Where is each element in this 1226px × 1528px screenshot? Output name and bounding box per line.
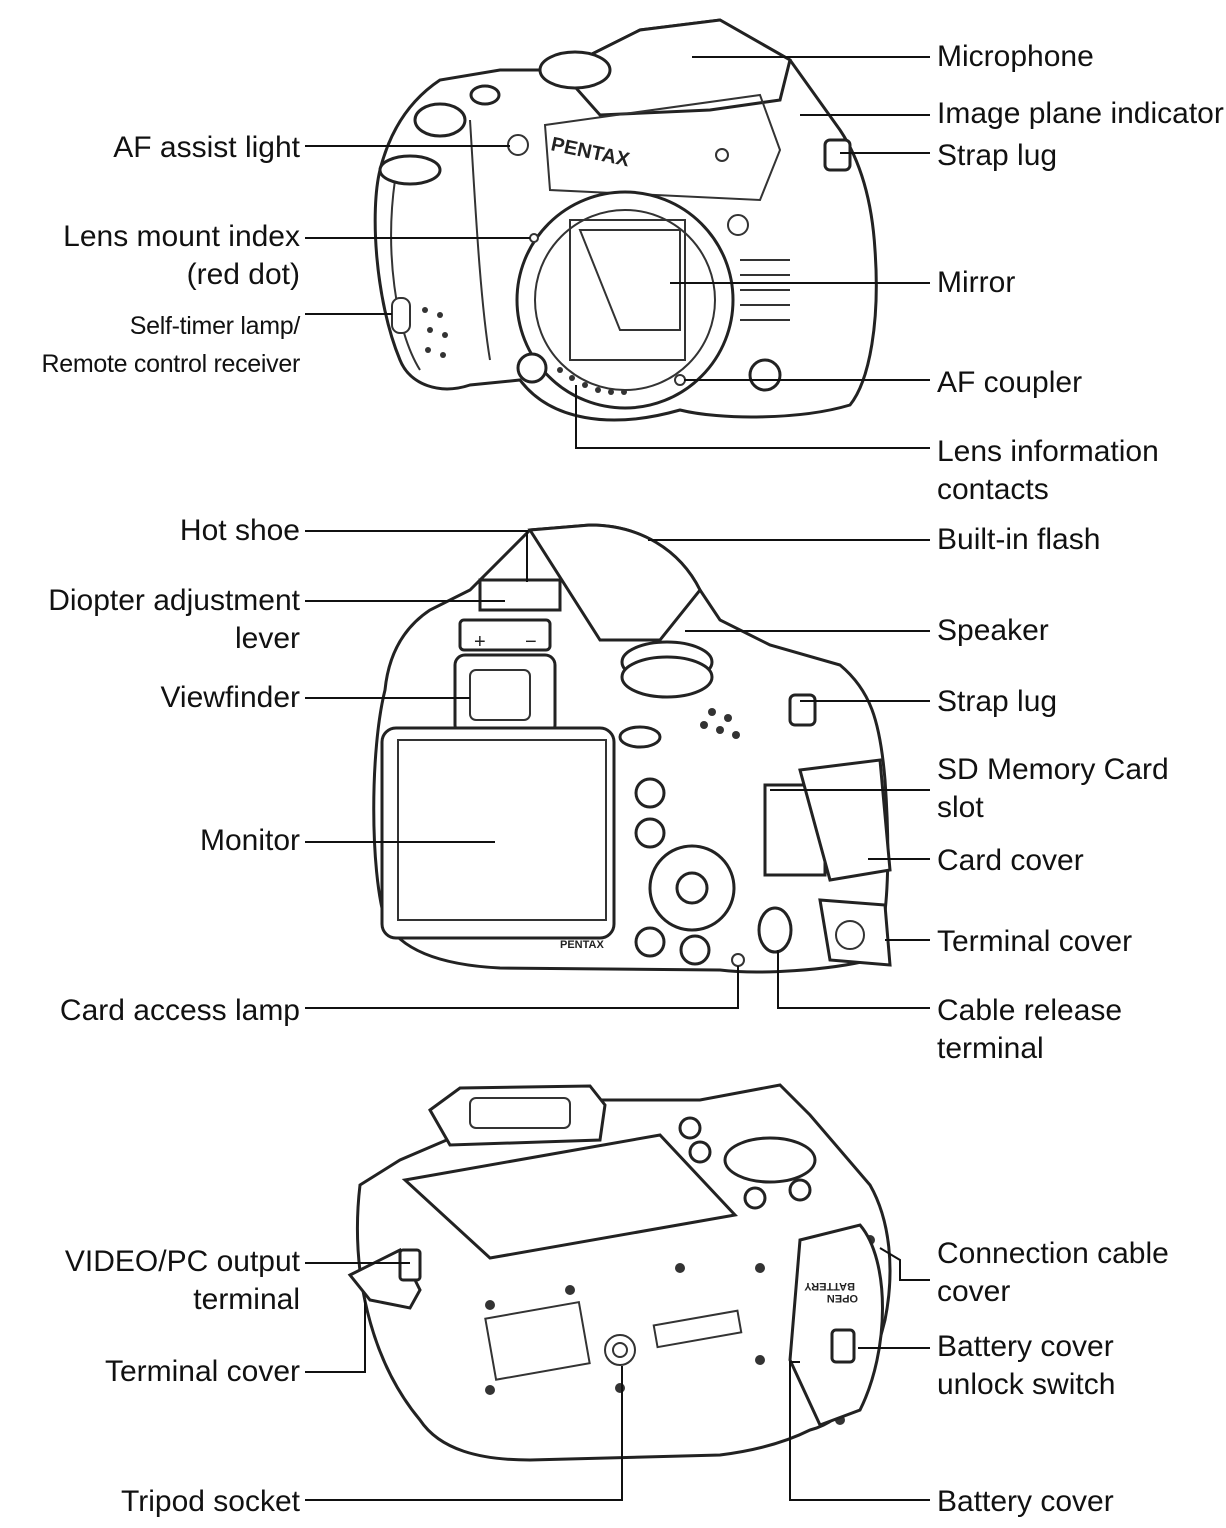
label-sd-slot-line1: SD Memory Card: [937, 753, 1169, 786]
label-lens-mount-index-line2: (red dot): [186, 258, 300, 291]
label-battery-cover-unlock-switch: Battery cover unlock switch: [937, 1328, 1115, 1404]
label-video-pc-line2: terminal: [193, 1283, 300, 1316]
label-card-access-lamp: Card access lamp: [59, 994, 300, 1027]
front-view-illustration: PENTAX: [373, 18, 878, 422]
label-af-assist-light: AF assist light: [113, 131, 300, 164]
label-microphone: Microphone: [937, 40, 1094, 73]
label-diopter-line2: lever: [234, 622, 300, 655]
label-hot-shoe: Hot shoe: [179, 514, 300, 547]
label-lens-information-contacts-line1: Lens information: [937, 435, 1159, 468]
label-terminal-cover-back: Terminal cover: [937, 925, 1133, 958]
diopter-plus: +: [474, 631, 486, 653]
label-diopter-line1: Diopter adjustment: [48, 584, 300, 617]
bottom-leader-lines: [305, 1247, 930, 1501]
label-lens-information-contacts: Lens information contacts: [937, 433, 1159, 509]
label-af-coupler: AF coupler: [937, 366, 1083, 399]
back-view-illustration: + − PENTAX: [372, 523, 892, 974]
label-built-in-flash: Built-in flash: [937, 523, 1101, 556]
label-self-timer-lamp-line1: Self-timer lamp/: [129, 312, 301, 340]
label-diopter-adjustment-lever: Diopter adjustment lever: [48, 582, 300, 658]
label-connection-cable-line1: Connection cable: [937, 1237, 1169, 1270]
back-leader-lines: [305, 530, 930, 1009]
label-video-pc-output-terminal: VIDEO/PC output terminal: [65, 1243, 300, 1319]
pentax-back-logo: PENTAX: [560, 939, 604, 951]
label-video-pc-line1: VIDEO/PC output: [64, 1245, 300, 1278]
label-terminal-cover-bottom: Terminal cover: [104, 1355, 300, 1388]
diopter-minus: −: [525, 631, 537, 653]
label-image-plane-indicator: Image plane indicator: [937, 97, 1224, 130]
label-connection-cable-line2: cover: [937, 1275, 1011, 1308]
label-sd-memory-card-slot: SD Memory Card slot: [937, 751, 1169, 827]
label-battery-unlock-line2: unlock switch: [937, 1368, 1116, 1401]
label-speaker: Speaker: [937, 614, 1049, 647]
label-battery-cover: Battery cover: [937, 1485, 1114, 1518]
label-cable-release-line2: terminal: [937, 1032, 1044, 1065]
label-self-timer-lamp: Self-timer lamp/ Remote control receiver: [41, 307, 301, 383]
label-monitor: Monitor: [199, 824, 300, 857]
front-leader-lines: [305, 56, 930, 449]
label-viewfinder: Viewfinder: [160, 681, 300, 714]
label-mirror: Mirror: [937, 266, 1016, 299]
label-strap-lug-back: Strap lug: [937, 685, 1058, 718]
label-connection-cable-cover: Connection cable cover: [937, 1235, 1169, 1311]
label-lens-information-contacts-line2: contacts: [937, 473, 1049, 506]
label-self-timer-lamp-line2: Remote control receiver: [41, 350, 301, 378]
label-cable-release-line1: Cable release: [937, 994, 1123, 1027]
label-sd-slot-line2: slot: [937, 791, 984, 824]
label-lens-mount-index-line1: Lens mount index: [63, 220, 300, 253]
label-battery-unlock-line1: Battery cover: [937, 1330, 1114, 1363]
bottom-view-illustration: OPEN BATTERY: [347, 1083, 892, 1462]
label-strap-lug-front: Strap lug: [937, 139, 1058, 172]
label-tripod-socket: Tripod socket: [121, 1485, 300, 1518]
open-battery-text-1: OPEN: [827, 1292, 858, 1304]
open-battery-text-2: BATTERY: [804, 1280, 855, 1292]
label-lens-mount-index: Lens mount index (red dot): [63, 218, 300, 294]
label-cable-release-terminal: Cable release terminal: [937, 992, 1122, 1068]
label-card-cover: Card cover: [937, 844, 1084, 877]
